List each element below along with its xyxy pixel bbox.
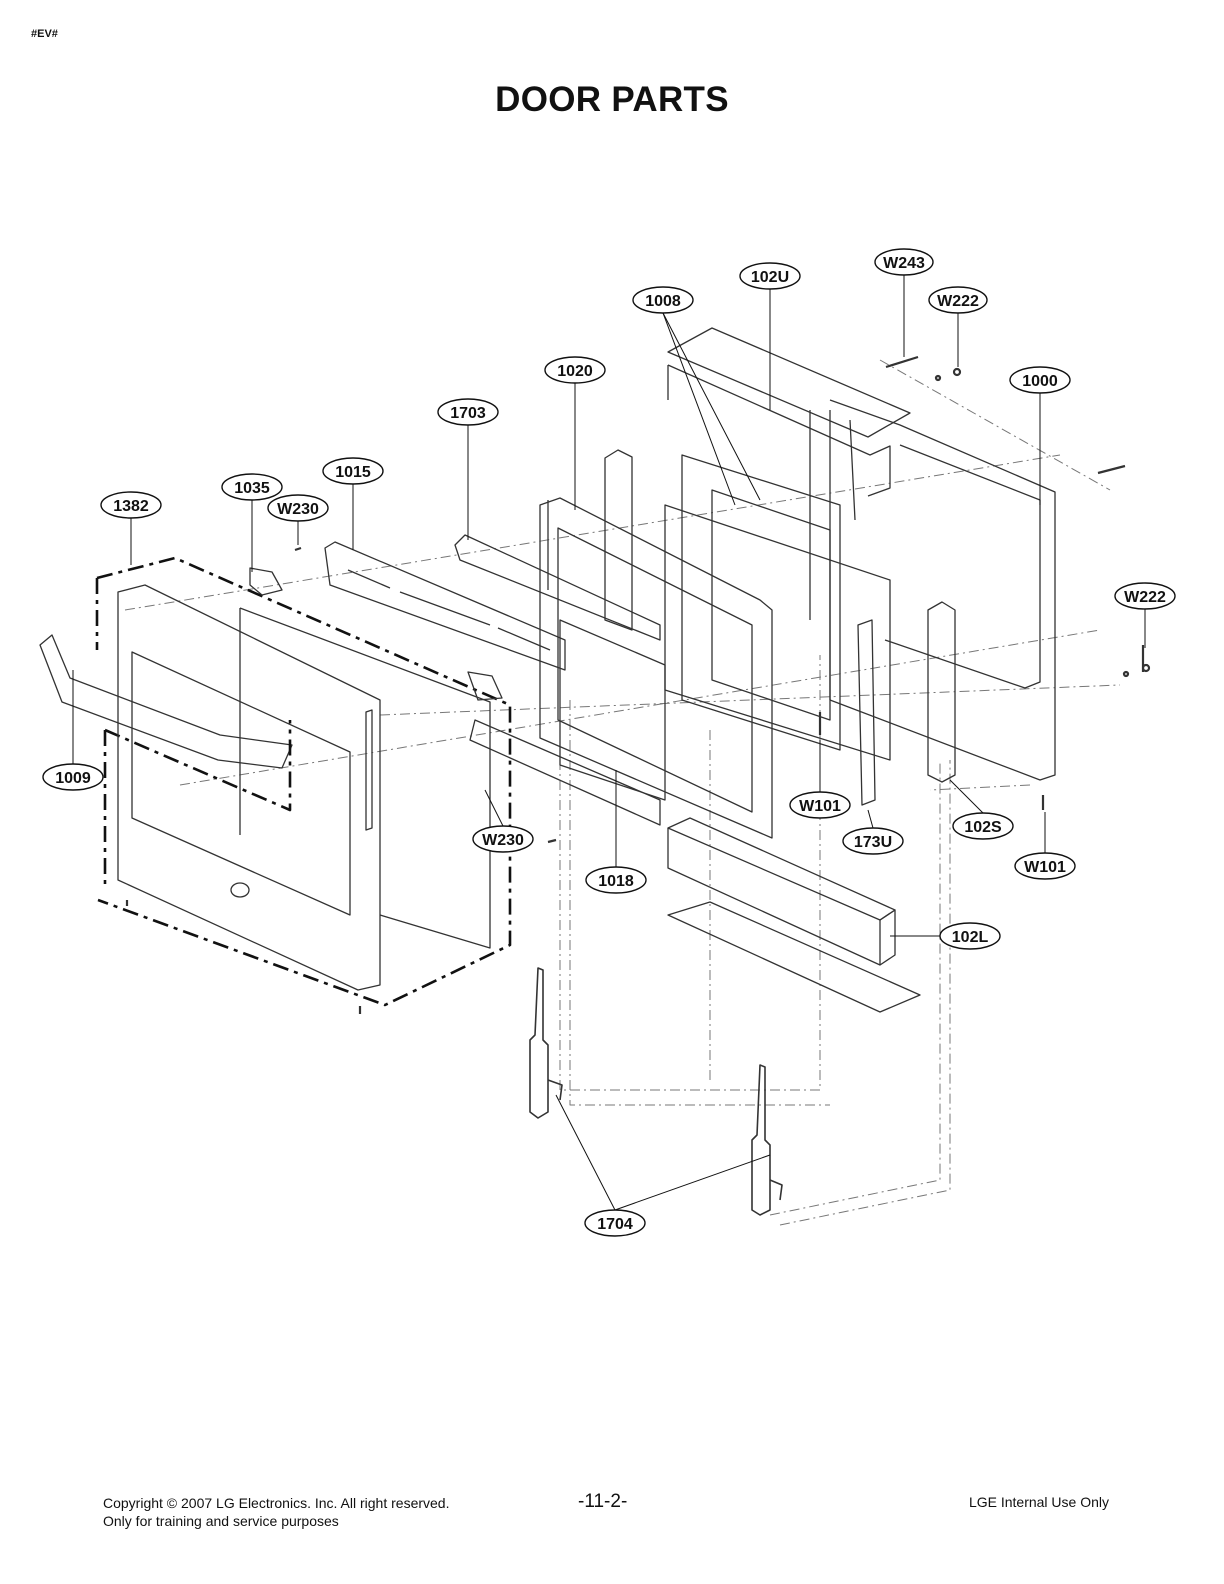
callout-173u: 173U	[842, 827, 904, 855]
footer-copyright: Copyright © 2007 LG Electronics. Inc. Al…	[103, 1495, 450, 1511]
strip-173u	[857, 619, 876, 806]
callout-1000: 1000	[1009, 366, 1071, 394]
svg-text:173U: 173U	[854, 834, 892, 851]
svg-text:1035: 1035	[234, 480, 270, 497]
svg-text:102S: 102S	[964, 819, 1002, 836]
glass-1018	[559, 619, 666, 801]
hinge-1704-left	[529, 967, 563, 1119]
svg-text:1382: 1382	[113, 498, 149, 515]
svg-text:W222: W222	[1124, 589, 1166, 606]
svg-text:1704: 1704	[597, 1216, 633, 1233]
svg-text:102L: 102L	[952, 929, 989, 946]
callout-1015: 1015	[322, 457, 384, 485]
callout-1020: 1020	[544, 356, 606, 384]
insulation-102l	[667, 817, 921, 1013]
callout-1009: 1009	[42, 763, 104, 791]
back-frame-1000	[809, 399, 1056, 781]
callout-w230-top: W230	[267, 494, 329, 522]
footer-copyright-block: Copyright © 2007 LG Electronics. Inc. Al…	[103, 1494, 449, 1530]
bracket-1703	[454, 534, 661, 641]
insulation-102u	[667, 327, 911, 497]
svg-text:1008: 1008	[645, 293, 681, 310]
svg-text:1009: 1009	[55, 770, 91, 787]
hinge-1704-right	[751, 1064, 783, 1216]
posts-1020	[604, 449, 633, 631]
callout-w222-right: W222	[1114, 582, 1176, 610]
callout-102s: 102S	[952, 812, 1014, 840]
svg-text:102U: 102U	[751, 269, 789, 286]
callout-w101-mid: W101	[789, 791, 851, 819]
callout-1382: 1382	[100, 491, 162, 519]
assembly-guide-lines	[124, 359, 1121, 1226]
callout-1008: 1008	[632, 286, 694, 314]
svg-text:1020: 1020	[557, 363, 593, 380]
callout-w101-right: W101	[1014, 852, 1076, 880]
screws	[125, 355, 1151, 1014]
plate-1015	[324, 541, 566, 671]
glass-1008	[664, 454, 891, 761]
frame-1382	[95, 556, 512, 1007]
callout-1703: 1703	[437, 398, 499, 426]
callout-1018: 1018	[585, 866, 647, 894]
svg-text:W222: W222	[937, 293, 979, 310]
insulation-102s	[927, 601, 956, 783]
svg-text:1015: 1015	[335, 464, 371, 481]
callout-labels: W243 102U W222 1008 1020 1000 1703 1035 …	[42, 248, 1176, 1237]
svg-text:W230: W230	[482, 832, 524, 849]
document-code: #EV#	[31, 28, 58, 40]
callout-1704: 1704	[584, 1209, 646, 1237]
callout-w230-bottom: W230	[472, 825, 534, 853]
callout-w222-top: W222	[928, 286, 988, 314]
footer-internal-note: LGE Internal Use Only	[968, 1494, 1109, 1510]
page-number: -11-2-	[578, 1491, 628, 1512]
callout-102u: 102U	[739, 262, 801, 290]
svg-text:W101: W101	[799, 798, 841, 815]
svg-text:W243: W243	[883, 255, 925, 272]
door-handle	[39, 634, 293, 769]
footer-usage-note: Only for training and service purposes	[103, 1513, 339, 1529]
callout-102l: 102L	[939, 922, 1001, 950]
leader-lines	[72, 275, 1146, 1211]
hinge-bracket	[249, 567, 283, 596]
svg-text:W101: W101	[1024, 859, 1066, 876]
svg-text:1018: 1018	[598, 873, 634, 890]
page-title: DOOR PARTS	[495, 80, 729, 119]
svg-text:W230: W230	[277, 501, 319, 518]
front-door-panel	[117, 584, 491, 991]
callout-1035: 1035	[221, 473, 283, 501]
svg-text:1000: 1000	[1022, 373, 1058, 390]
inner-frame-1020	[539, 497, 773, 839]
callout-w243: W243	[874, 248, 934, 276]
svg-text:1703: 1703	[450, 405, 486, 422]
